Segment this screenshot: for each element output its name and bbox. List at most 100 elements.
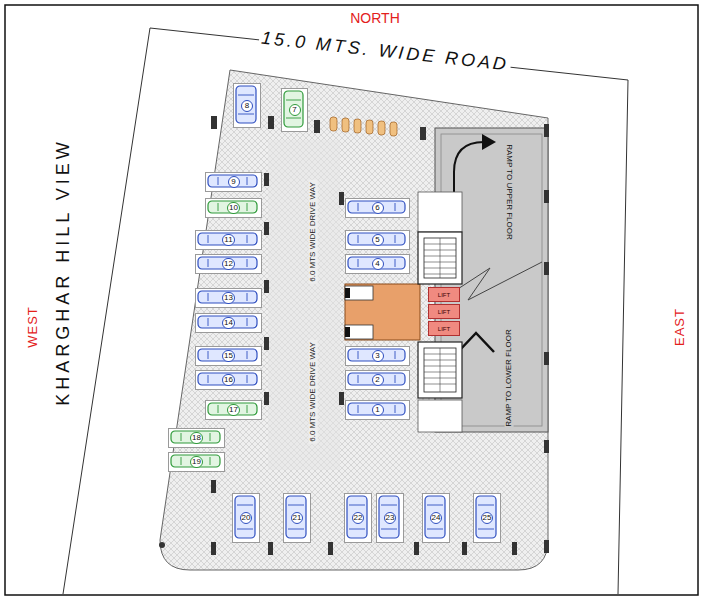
callout-number: 12 — [222, 258, 235, 270]
car-body — [198, 316, 257, 328]
number-holder: 4 — [346, 255, 409, 273]
area-label: 6.0 MTS WIDE DRIVE WAY — [309, 340, 318, 444]
car-body — [379, 496, 399, 538]
car-windows — [238, 95, 254, 114]
area-label: 6.0 MTS WIDE DRIVE WAY — [309, 180, 318, 284]
callout-number: 20 — [240, 512, 253, 524]
parking-slot: 11 — [195, 230, 262, 250]
car-body — [198, 257, 257, 269]
car-body — [208, 403, 257, 415]
passage — [418, 400, 462, 432]
parking-slot: 1 — [345, 400, 410, 420]
car-body — [235, 496, 255, 538]
callout-number: 16 — [222, 374, 235, 386]
number-holder: 20 — [233, 494, 259, 542]
parking-slot: 6 — [345, 198, 410, 218]
site-boundary — [150, 28, 628, 594]
column — [345, 288, 350, 298]
car-body — [198, 291, 257, 303]
number-holder: 17 — [206, 401, 261, 419]
car-body — [348, 257, 405, 269]
number-holder: 22 — [345, 494, 371, 542]
duct — [345, 286, 373, 300]
parking-slot: 22 — [344, 493, 372, 543]
number-holder: 11 — [196, 231, 261, 249]
car-windows — [427, 505, 443, 529]
number-holder: 7 — [282, 89, 307, 131]
parking-slot: 21 — [283, 493, 311, 543]
number-holder: 15 — [196, 347, 261, 365]
callout-number: 25 — [481, 512, 494, 524]
number-holder: 18 — [169, 429, 224, 447]
callout-number: 18 — [190, 432, 203, 444]
parking-slot: 9 — [205, 172, 262, 192]
car-body — [171, 455, 220, 467]
car-body — [348, 349, 405, 361]
column — [345, 327, 350, 337]
car-windows — [237, 505, 253, 529]
callout-number: 17 — [227, 404, 240, 416]
lift-label: LIFT — [438, 326, 450, 332]
number-holder: 16 — [196, 371, 261, 389]
direction-label: EAST — [673, 306, 687, 348]
callout-number: 7 — [289, 104, 301, 116]
passage — [418, 192, 462, 232]
parking-slot: 5 — [345, 230, 410, 250]
callout-number: 3 — [372, 350, 384, 362]
sheet-frame — [5, 5, 698, 595]
number-holder: 19 — [169, 453, 224, 471]
car-body — [198, 349, 257, 361]
number-holder: 8 — [234, 84, 260, 127]
drive-way — [268, 140, 340, 470]
car-body — [198, 373, 257, 385]
parking-slot: 20 — [232, 493, 260, 543]
parking-slot: 13 — [195, 288, 262, 308]
lift-box: LIFT — [428, 304, 460, 319]
callout-number: 8 — [241, 100, 253, 112]
callout-number: 22 — [352, 512, 365, 524]
car-windows — [349, 505, 365, 529]
column — [159, 542, 165, 548]
area-label: RAMP TO UPPER FLOOR — [505, 142, 514, 242]
site-boundary — [63, 28, 150, 594]
number-holder: 1 — [346, 401, 409, 419]
car-windows — [381, 505, 397, 529]
car-body — [476, 496, 496, 538]
direction-label: NORTH — [348, 11, 402, 26]
road-label: KHARGHAR HILL VIEW — [54, 136, 74, 407]
callout-number: 11 — [222, 234, 234, 246]
car-windows — [286, 100, 301, 118]
number-holder: 9 — [206, 173, 261, 191]
car-body — [284, 91, 303, 127]
callout-number: 10 — [227, 202, 240, 214]
parking-slot: 3 — [345, 346, 410, 366]
parking-slot: 10 — [205, 198, 262, 218]
car-body — [171, 431, 220, 443]
parking-slot: 7 — [281, 88, 308, 132]
parking-slot: 25 — [473, 493, 501, 543]
number-holder: 21 — [284, 494, 310, 542]
area-label: RAMP TO LOWER FLOOR — [505, 327, 514, 428]
ramp-arrow — [458, 333, 494, 352]
parking-slot: 18 — [168, 428, 225, 448]
lift-box: LIFT — [428, 321, 460, 336]
parking-slot: 2 — [345, 370, 410, 390]
car-body — [236, 86, 256, 123]
callout-number: 5 — [372, 234, 384, 246]
car-body — [348, 201, 405, 213]
parking-slot: 17 — [205, 400, 262, 420]
car-body — [425, 496, 445, 538]
callout-number: 13 — [222, 292, 235, 304]
parking-slot: 8 — [233, 83, 261, 128]
parking-slot: 14 — [195, 313, 262, 333]
two-wheeler-bays — [330, 117, 397, 136]
road-label: 15.0 MTS. WIDE ROAD — [258, 28, 512, 75]
parking-slot: 16 — [195, 370, 262, 390]
number-holder: 25 — [474, 494, 500, 542]
lift-label: LIFT — [438, 309, 450, 315]
callout-number: 4 — [372, 258, 384, 270]
car-body — [208, 201, 257, 213]
callout-number: 21 — [291, 512, 304, 524]
car-body — [347, 496, 367, 538]
number-holder: 2 — [346, 371, 409, 389]
